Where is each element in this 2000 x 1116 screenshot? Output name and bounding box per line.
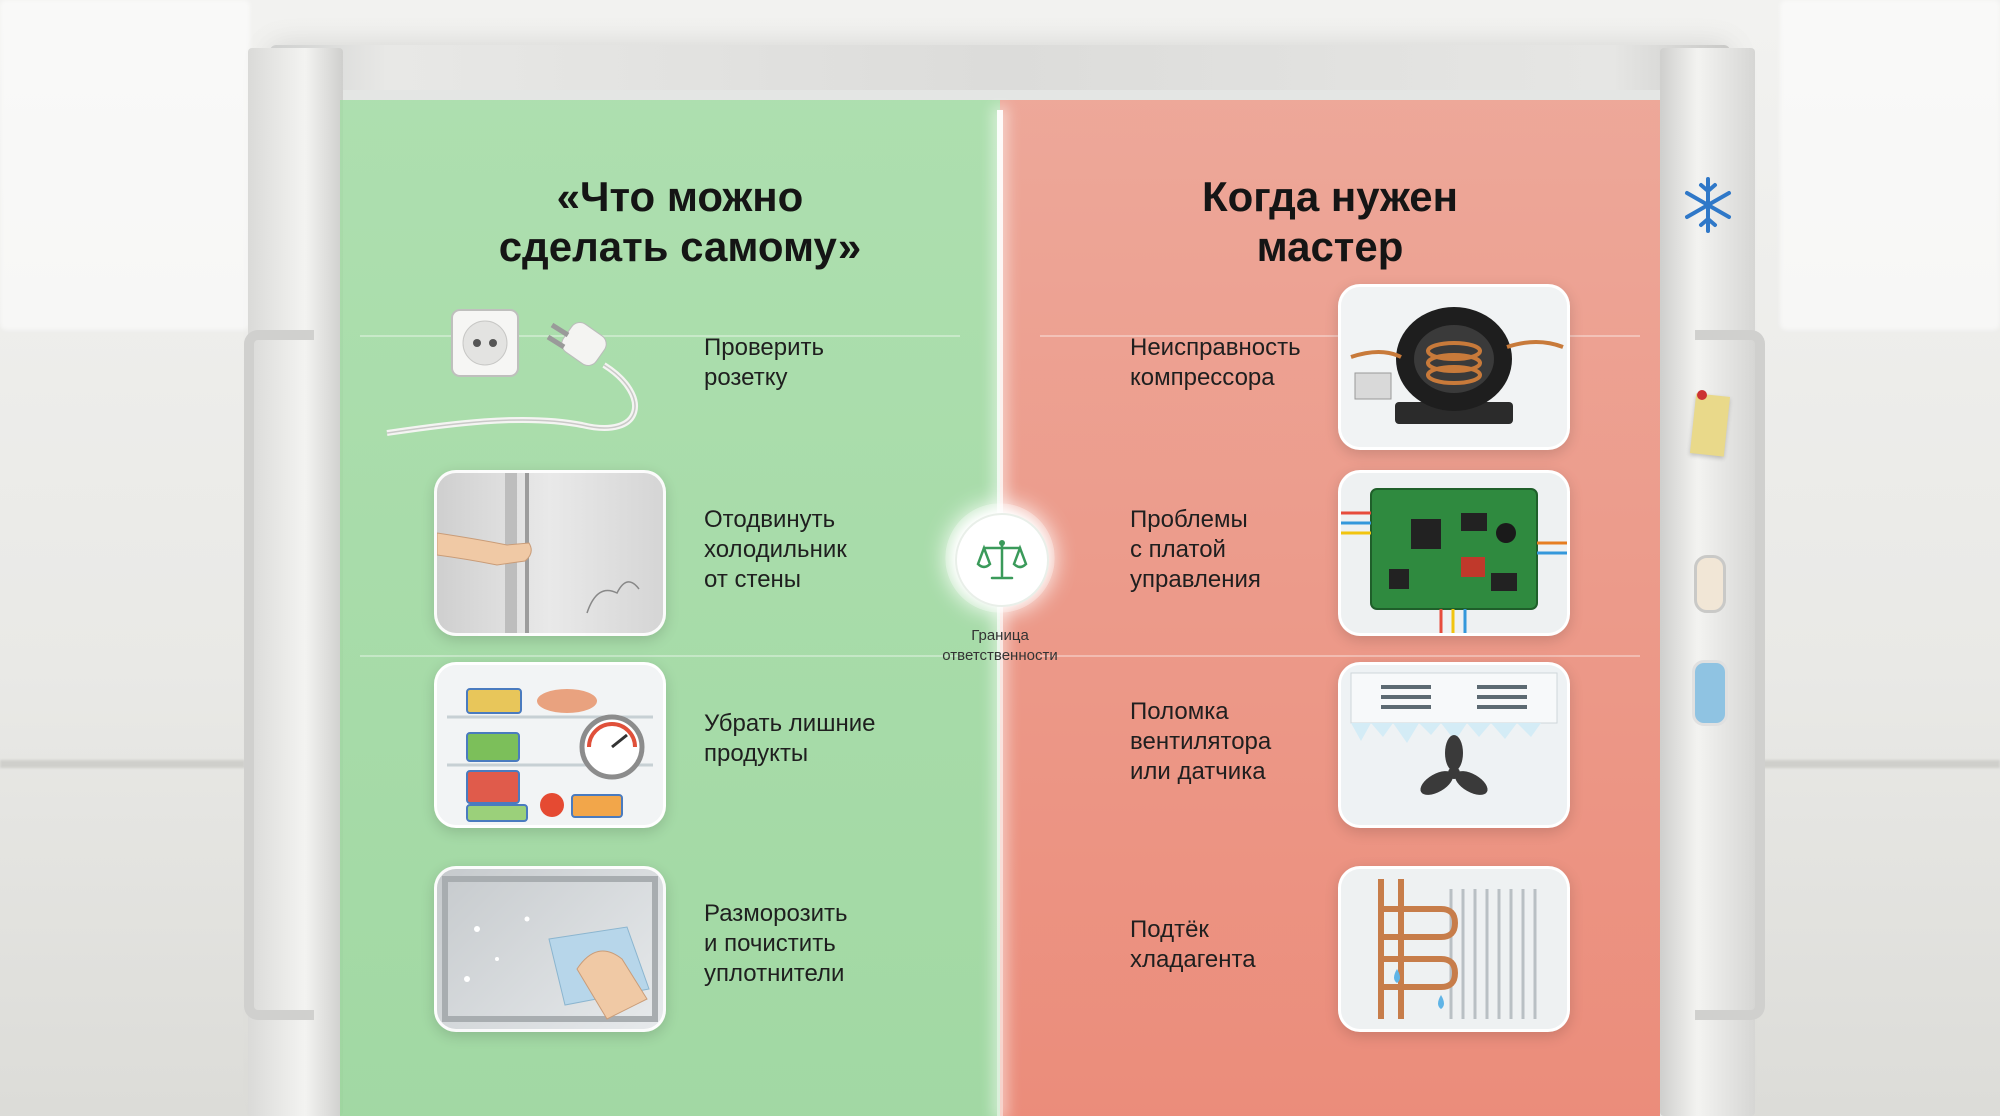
fridge-door-left bbox=[248, 48, 343, 1116]
badge-caption: Граница ответственности bbox=[942, 627, 1058, 664]
shelf-line bbox=[1040, 655, 1640, 657]
control-board-icon bbox=[1341, 473, 1567, 633]
compressor-icon bbox=[1341, 287, 1567, 447]
bg-cabinet-right bbox=[1780, 0, 2000, 330]
master-item-1-card bbox=[1338, 284, 1570, 450]
master-item-3-card bbox=[1338, 662, 1570, 828]
diy-item-1-label: Проверить розетку bbox=[704, 334, 825, 391]
responsibility-badge bbox=[945, 503, 1055, 613]
wipe-seal-cloth-icon bbox=[442, 876, 658, 1022]
diy-item-4-card bbox=[434, 866, 666, 1032]
fridge-handle-right bbox=[1695, 330, 1765, 1020]
master-item-1-label: Неисправность компрессора bbox=[1130, 334, 1301, 391]
fridge-door-hand-icon bbox=[437, 473, 640, 633]
fridge-handle-left bbox=[244, 330, 314, 1020]
responsibility-divider bbox=[997, 110, 1003, 1116]
badge-circle bbox=[955, 513, 1049, 607]
master-item-4-card bbox=[1338, 866, 1570, 1032]
scales-icon bbox=[976, 540, 1028, 580]
pin-icon bbox=[1697, 390, 1707, 400]
diy-item-2-label: Отодвинуть холодильник от стены bbox=[704, 506, 847, 593]
sticky-note-magnet bbox=[1689, 393, 1731, 457]
icecream-magnet-icon bbox=[1694, 555, 1726, 613]
shelf-line bbox=[360, 655, 960, 657]
fan-sensor-icon bbox=[1341, 665, 1567, 825]
bg-counter-left bbox=[0, 760, 245, 768]
master-item-3-label: Поломка вентилятора или датчика bbox=[1130, 698, 1272, 785]
refrigerant-leak-icon bbox=[1341, 869, 1567, 1029]
diy-item-3-card bbox=[434, 662, 666, 828]
ice-magnet-icon bbox=[1692, 660, 1728, 726]
shelf-line bbox=[360, 335, 960, 337]
master-item-2-card bbox=[1338, 470, 1570, 636]
food-shelves-thermometer-icon bbox=[437, 665, 663, 825]
snowflake-magnet-icon bbox=[1685, 177, 1731, 233]
master-item-2-label: Проблемы с платой управления bbox=[1130, 506, 1261, 593]
bg-counter-right bbox=[1760, 760, 2000, 768]
diy-item-2-card bbox=[434, 470, 666, 636]
socket-plug-icon bbox=[386, 309, 638, 436]
diy-item-4-label: Разморозить и почистить уплотнители bbox=[704, 900, 848, 987]
master-item-4-label: Подтёк хладагента bbox=[1130, 916, 1256, 973]
diy-item-3-label: Убрать лишние продукты bbox=[704, 710, 876, 767]
bg-cabinet-left bbox=[0, 0, 250, 330]
master-heading: Когда нужен мастер bbox=[1201, 173, 1459, 270]
diy-heading: «Что можно сделать самому» bbox=[498, 173, 862, 270]
